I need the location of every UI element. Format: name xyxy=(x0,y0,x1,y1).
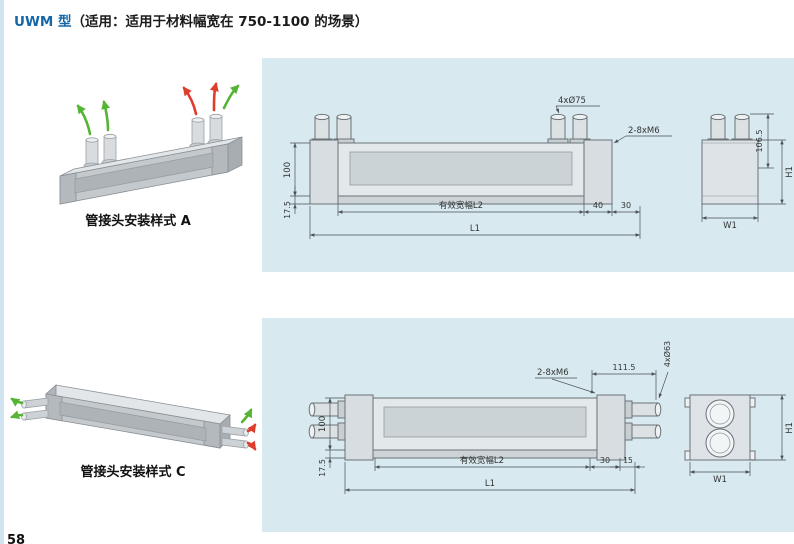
dim-label-offset-a: 30 xyxy=(600,456,610,465)
page-edge-strip xyxy=(0,0,4,544)
top-pipe-connectors xyxy=(311,113,591,144)
dim-label-offset-b: 30 xyxy=(621,201,631,210)
product-photo-style-a xyxy=(59,82,243,205)
dimension-lines xyxy=(325,370,786,494)
dim-label-effective-width: 有效宽幅L2 xyxy=(460,455,504,466)
dim-label-effective-width: 有效宽幅L2 xyxy=(439,200,483,211)
right-end-block xyxy=(596,394,626,461)
page-title: UWM 型（适用：适用于材料幅宽在 750-1100 的场景） xyxy=(14,10,368,30)
dim-label-connector-offset: 111.5 xyxy=(613,363,636,372)
dim-label-overall-length: L1 xyxy=(470,224,480,234)
dim-label-thread: 2-8xM6 xyxy=(628,126,660,136)
photo-column-style-a: 管接头安装样式 A xyxy=(18,58,258,229)
dim-label-side-height: H1 xyxy=(785,166,794,178)
dim-label-top-holes: 4xØ75 xyxy=(558,95,586,106)
photo-label-style-c: 管接头安装样式 C xyxy=(80,465,186,480)
pipe-connectors-3d xyxy=(21,397,249,449)
right-pipe-connectors xyxy=(624,400,662,441)
drawing-panel-style-c: 2-8xM6 111.5 4xØ63 100 17.5 有效宽幅L2 30 15… xyxy=(262,318,794,532)
dim-label-offset-a: 40 xyxy=(593,201,603,210)
dim-label-offset-b: 15 xyxy=(623,456,633,465)
dim-label-side-height: H1 xyxy=(785,422,794,434)
photo-column-style-c: 管接头安装样式 C xyxy=(8,322,258,480)
bar-rail xyxy=(337,195,585,205)
side-view xyxy=(684,394,756,461)
side-view xyxy=(701,113,759,205)
dim-label-base-height: 17.5 xyxy=(283,201,292,219)
airflow-arrows xyxy=(10,397,257,451)
model-name: UWM 型 xyxy=(14,14,72,30)
left-end-block xyxy=(309,139,339,205)
side-body xyxy=(701,139,759,205)
bar-recess xyxy=(383,406,587,438)
dimension-lines xyxy=(290,105,786,239)
dim-label-thread: 2-8xM6 xyxy=(537,368,569,378)
dim-label-overall-length: L1 xyxy=(485,479,495,489)
bar-body-3d xyxy=(45,384,231,449)
model-description: （适用：适用于材料幅宽在 750-1100 的场景） xyxy=(71,14,369,30)
bar-body-3d xyxy=(59,136,243,205)
dim-label-body-height: 100 xyxy=(283,162,293,178)
dimension-drawing-style-c: 2-8xM6 111.5 4xØ63 100 17.5 有效宽幅L2 30 15… xyxy=(308,341,794,494)
dim-label-side-width: W1 xyxy=(723,221,737,231)
photo-label-style-a: 管接头安装样式 A xyxy=(85,214,191,229)
product-photo-style-c xyxy=(10,384,257,451)
dimension-drawing-style-a: 4xØ75 2-8xM6 100 17.5 有效宽幅L2 40 30 L1 10… xyxy=(283,95,794,239)
dim-label-side-width: W1 xyxy=(713,475,727,485)
airflow-arrows xyxy=(76,82,240,136)
front-view xyxy=(309,113,613,205)
dim-label-pipe-holes: 4xØ63 xyxy=(662,341,672,367)
bar-rail xyxy=(372,449,598,459)
left-end-block xyxy=(344,394,374,461)
dim-label-base-height: 17.5 xyxy=(318,459,327,477)
drawing-panel-style-a: 4xØ75 2-8xM6 100 17.5 有效宽幅L2 40 30 L1 10… xyxy=(262,58,794,272)
bar-recess xyxy=(349,151,573,186)
page-number: 58 xyxy=(7,533,26,544)
dim-label-side-top-height: 106.5 xyxy=(755,130,764,153)
right-end-block xyxy=(583,139,613,205)
dim-label-body-height: 100 xyxy=(318,416,328,432)
front-view xyxy=(308,394,662,461)
